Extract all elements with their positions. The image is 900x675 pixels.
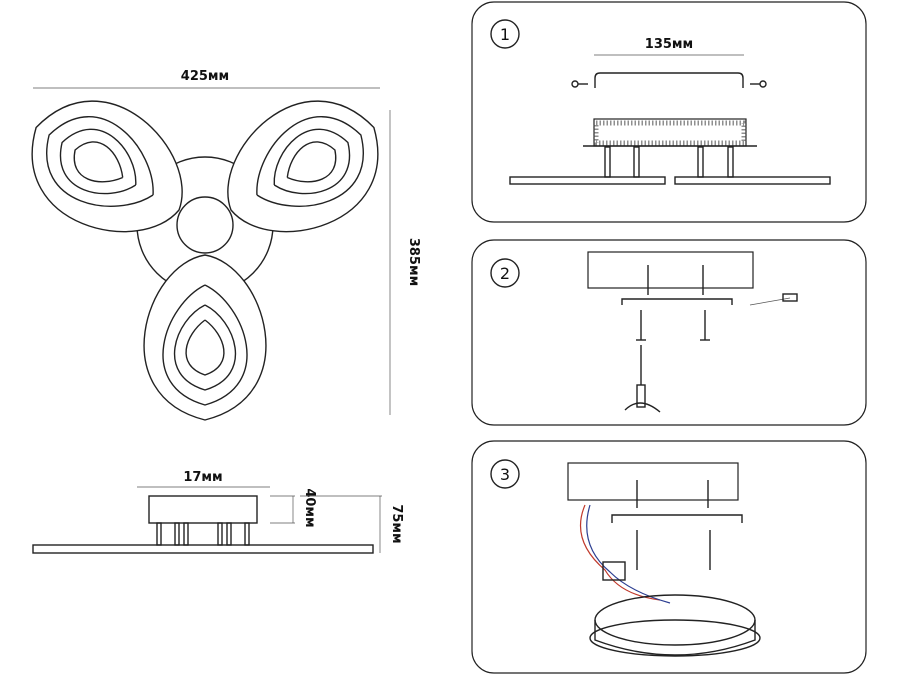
base-height-label: 40мм bbox=[302, 488, 317, 527]
ceiling bbox=[567, 462, 739, 501]
petal-left bbox=[31, 100, 183, 233]
step-3-panel: 3 bbox=[471, 440, 867, 674]
base-width-label: 17мм bbox=[183, 470, 222, 485]
terminal-block bbox=[602, 561, 626, 581]
screw-icon bbox=[571, 80, 588, 88]
connector-icon bbox=[749, 293, 798, 306]
step-2-panel: 2 bbox=[471, 239, 867, 426]
screwdriver-icon bbox=[624, 345, 661, 413]
step-1-badge bbox=[490, 19, 520, 49]
front-view: 425мм 385мм bbox=[31, 69, 421, 421]
step-2-badge bbox=[490, 258, 520, 288]
wire-red bbox=[579, 504, 661, 601]
center-hub bbox=[176, 196, 234, 254]
total-height-label: 75мм bbox=[389, 504, 404, 543]
petal-right bbox=[227, 100, 379, 233]
step-3-badge bbox=[490, 459, 520, 489]
step-3-number: 3 bbox=[500, 465, 510, 484]
mounting-bracket bbox=[594, 72, 744, 88]
mounting-bracket bbox=[611, 514, 743, 523]
step-1-number: 1 bbox=[500, 25, 510, 44]
lamp-plate-right bbox=[674, 176, 831, 185]
lamp-plate-left bbox=[509, 176, 666, 185]
bracket-width-label: 135мм bbox=[645, 37, 693, 52]
ceiling bbox=[587, 251, 754, 289]
screw-icon bbox=[750, 80, 767, 88]
height-label: 385мм bbox=[406, 238, 421, 286]
canopy bbox=[148, 495, 258, 524]
petal-bottom bbox=[143, 254, 267, 421]
step-2-number: 2 bbox=[500, 264, 510, 283]
mounting-bracket bbox=[621, 298, 733, 305]
screw-icon bbox=[636, 310, 646, 341]
lamp-plate bbox=[32, 544, 374, 554]
width-label: 425мм bbox=[181, 69, 229, 84]
side-view: 17мм 40мм 75мм bbox=[32, 470, 404, 554]
screw-icon bbox=[700, 310, 710, 341]
step-1-panel: 1 135мм bbox=[471, 1, 867, 223]
wire-blue bbox=[586, 504, 671, 604]
standoffs bbox=[156, 522, 250, 546]
